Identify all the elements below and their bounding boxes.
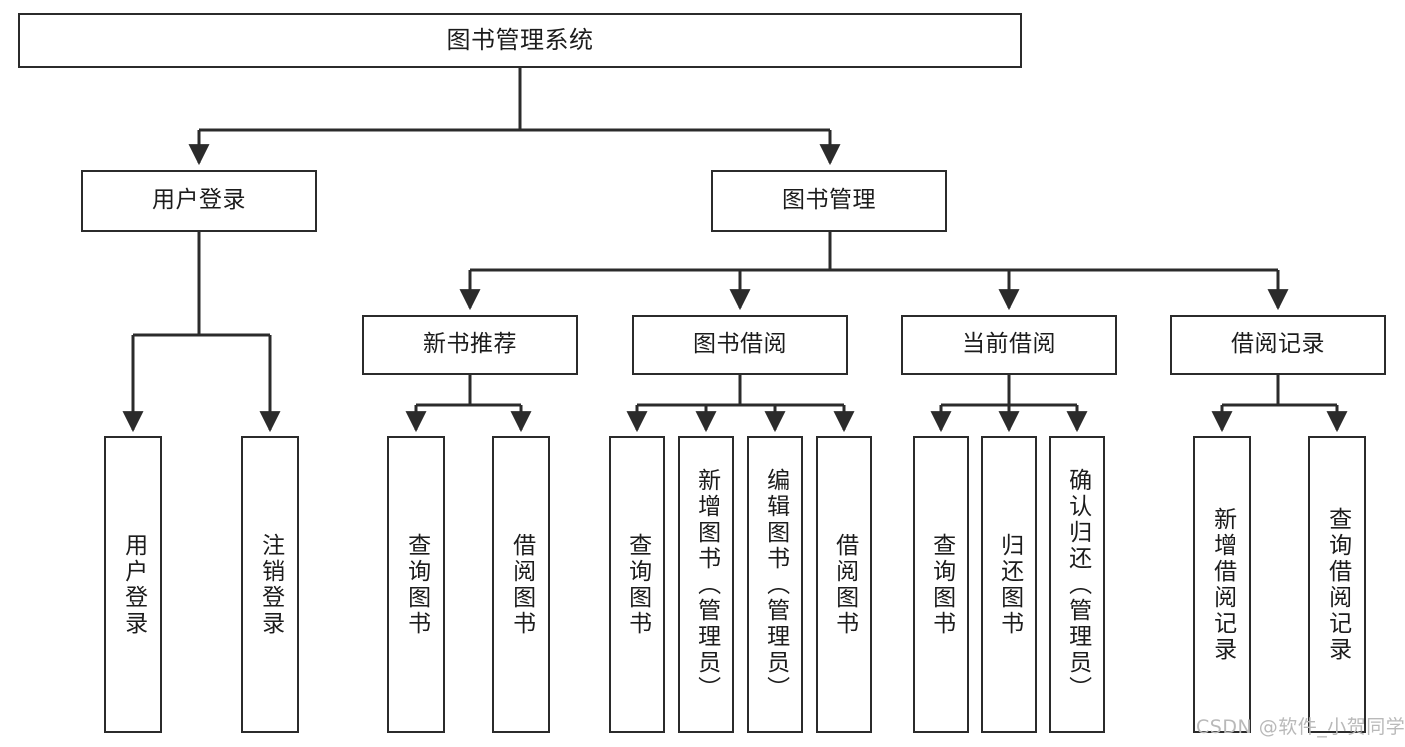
node-new-book-recommend[interactable]: 新书推荐 [362, 315, 578, 375]
node-leaf-edit-book-label: 编辑图书（管理员） [762, 467, 789, 702]
node-leaf-logout-login[interactable]: 注销登录 [241, 436, 299, 733]
node-leaf-return-book[interactable]: 归还图书 [981, 436, 1037, 733]
node-book-borrow[interactable]: 图书借阅 [632, 315, 848, 375]
node-leaf-query-record[interactable]: 查询借阅记录 [1308, 436, 1366, 733]
node-new-book-recommend-label: 新书推荐 [423, 331, 517, 358]
node-leaf-logout-login-label: 注销登录 [257, 532, 284, 637]
node-leaf-edit-book[interactable]: 编辑图书（管理员） [747, 436, 803, 733]
node-leaf-query-book-2-label: 查询图书 [624, 532, 651, 637]
node-leaf-user-login-label: 用户登录 [120, 532, 147, 637]
node-user-login[interactable]: 用户登录 [81, 170, 317, 232]
node-leaf-return-book-label: 归还图书 [996, 532, 1023, 637]
node-current-borrow[interactable]: 当前借阅 [901, 315, 1117, 375]
node-current-borrow-label: 当前借阅 [962, 331, 1056, 358]
node-leaf-query-book-2[interactable]: 查询图书 [609, 436, 665, 733]
node-user-login-label: 用户登录 [152, 187, 246, 214]
node-root-book-management-system[interactable]: 图书管理系统 [18, 13, 1022, 68]
node-leaf-query-book-3-label: 查询图书 [928, 532, 955, 637]
node-leaf-query-record-label: 查询借阅记录 [1324, 506, 1351, 663]
node-leaf-add-record-label: 新增借阅记录 [1209, 506, 1236, 663]
node-leaf-add-record[interactable]: 新增借阅记录 [1193, 436, 1251, 733]
node-leaf-add-book-label: 新增图书（管理员） [693, 467, 720, 702]
node-leaf-user-login[interactable]: 用户登录 [104, 436, 162, 733]
node-leaf-query-book-3[interactable]: 查询图书 [913, 436, 969, 733]
node-borrow-record[interactable]: 借阅记录 [1170, 315, 1386, 375]
node-leaf-add-book[interactable]: 新增图书（管理员） [678, 436, 734, 733]
node-root-label: 图书管理系统 [446, 26, 594, 55]
node-leaf-borrow-book-2-label: 借阅图书 [831, 532, 858, 637]
node-leaf-borrow-book-1[interactable]: 借阅图书 [492, 436, 550, 733]
node-leaf-confirm-return-label: 确认归还（管理员） [1064, 467, 1091, 702]
node-leaf-query-book-1-label: 查询图书 [403, 532, 430, 637]
node-borrow-record-label: 借阅记录 [1231, 331, 1325, 358]
node-book-manage[interactable]: 图书管理 [711, 170, 947, 232]
node-leaf-confirm-return[interactable]: 确认归还（管理员） [1049, 436, 1105, 733]
node-leaf-borrow-book-1-label: 借阅图书 [508, 532, 535, 637]
node-leaf-borrow-book-2[interactable]: 借阅图书 [816, 436, 872, 733]
node-book-manage-label: 图书管理 [782, 187, 876, 214]
node-leaf-query-book-1[interactable]: 查询图书 [387, 436, 445, 733]
node-book-borrow-label: 图书借阅 [693, 331, 787, 358]
